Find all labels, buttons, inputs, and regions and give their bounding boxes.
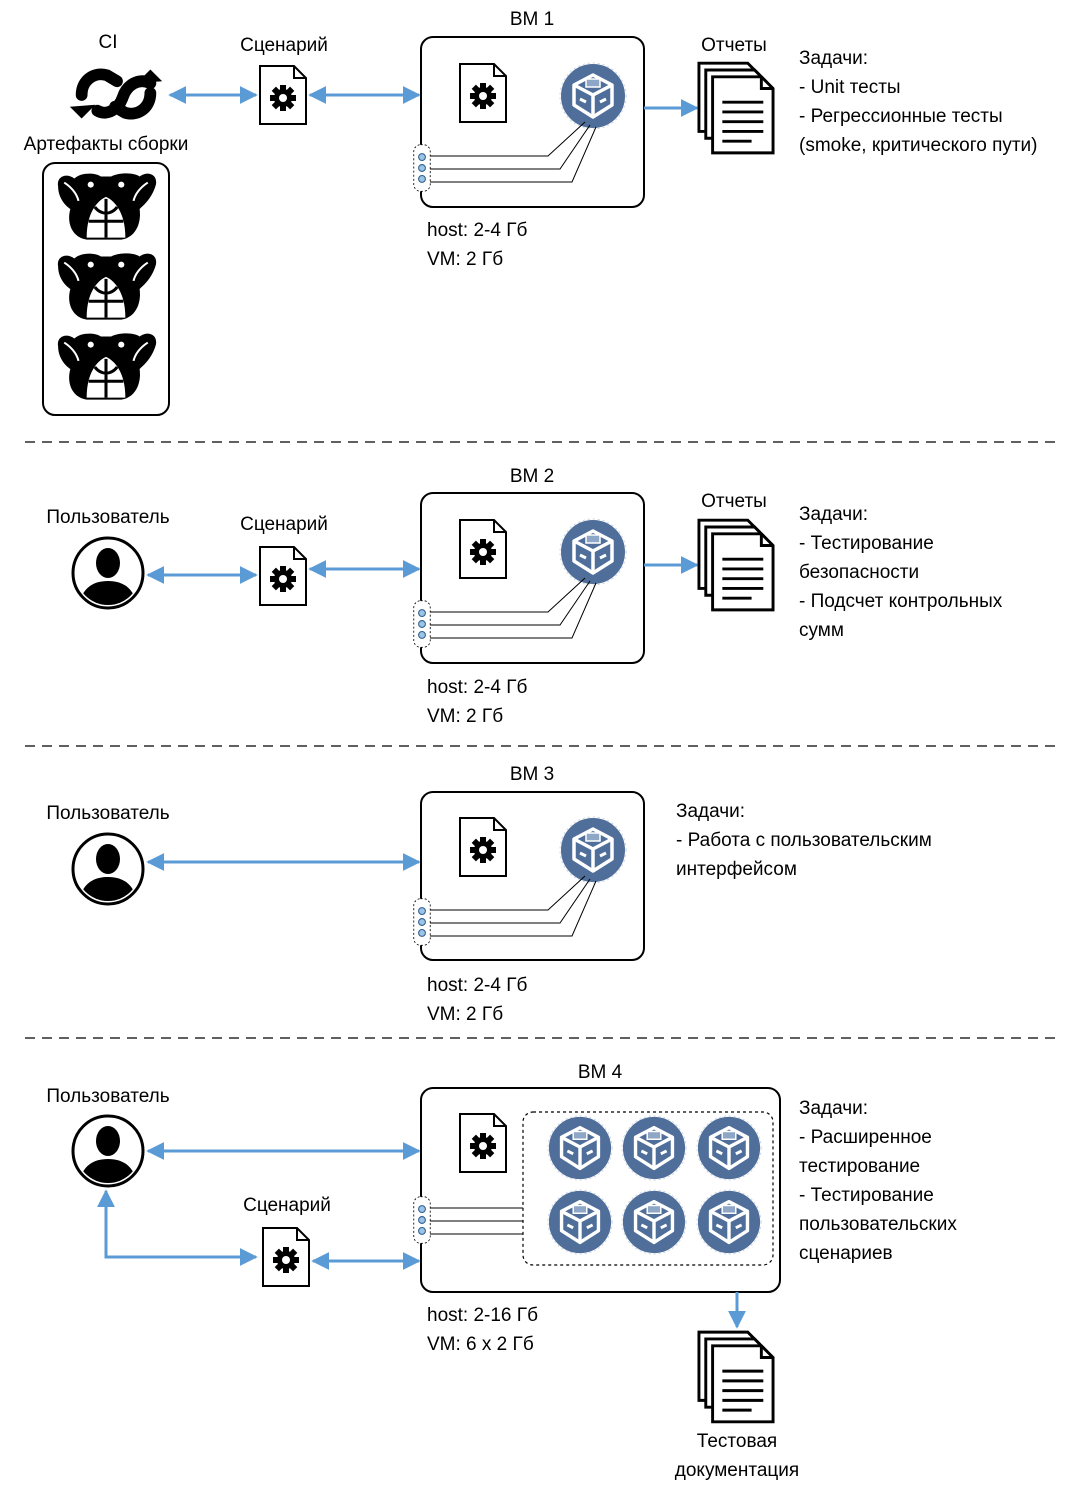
test-docs-line: Тестовая [696,1431,778,1452]
script-label: Сценарий [240,514,328,535]
tasks-line: - Тестирование [799,533,934,554]
virtualbox-icon [695,1114,763,1182]
reports-icon [697,518,775,612]
tasks-line: Задачи: [799,1098,869,1119]
user-label: Пользователь [46,507,170,528]
script-label: Сценарий [243,1195,331,1216]
script-icon [259,65,307,125]
script-label: Сценарий [240,35,328,56]
tasks-line: - Регрессионные тесты [799,106,1003,127]
ports-block [413,144,431,192]
tasks-list: Задачи: - Работа с пользовательским инте… [676,797,932,884]
vm2-connections [430,577,597,639]
virtualbox-icon [620,1114,688,1182]
virtualbox-icon [558,61,628,131]
tasks-line: - Unit тесты [799,77,901,98]
vm3-connections [430,875,597,937]
tasks-line: (smoke, критического пути) [799,135,1038,156]
ci-label: CI [98,32,118,53]
host-memory: host: 2-4 Гб [427,677,528,698]
ports-block [413,600,431,648]
memory-info: host: 2-16 Гб VM: 6 x 2 Гб [427,1301,538,1359]
user-icon [73,538,143,611]
tasks-line: - Работа с пользовательским [676,830,932,851]
vm-title: ВМ 3 [509,764,555,785]
tasks-list: Задачи: - Расширенное тестирование - Тес… [799,1094,957,1268]
virtualbox-icon [558,815,628,885]
virtualbox-icon [546,1114,614,1182]
vm4-box [420,1087,781,1293]
tasks-line: - Расширенное [799,1127,932,1148]
test-docs-label: Тестовая документация [675,1427,799,1485]
ci-sync-icon [70,69,162,118]
virtualbox-icon [546,1188,614,1256]
script-icon [259,546,307,606]
ports-block [413,1196,431,1244]
user-icon [73,834,143,907]
user-label: Пользователь [46,1086,170,1107]
script-icon [459,817,507,877]
reports-icon [697,61,775,155]
tasks-line: Задачи: [676,801,746,822]
tasks-line: пользовательских [799,1214,957,1235]
memory-info: host: 2-4 Гб VM: 2 Гб [427,673,527,731]
tasks-line: сумм [799,620,844,641]
virtualbox-icon [695,1188,763,1256]
tasks-line: тестирование [799,1156,921,1177]
virtualbox-icon [558,517,628,587]
script-icon [262,1227,310,1287]
vm-memory: VM: 6 x 2 Гб [427,1334,534,1355]
memory-info: host: 2-4 Гб VM: 2 Гб [427,216,527,274]
tasks-line: безопасности [799,562,920,583]
host-memory: host: 2-16 Гб [427,1305,538,1326]
vm-cluster-group [522,1111,774,1266]
tasks-list: Задачи: - Тестирование безопасности - По… [799,500,1002,645]
script-icon [459,1113,507,1173]
vm-title: ВМ 4 [577,1062,623,1083]
script-icon [459,519,507,579]
tasks-line: интерфейсом [676,859,797,880]
host-memory: host: 2-4 Гб [427,220,528,241]
tasks-line: Задачи: [799,48,869,69]
tasks-line: - Тестирование [799,1185,934,1206]
test-docs-line: документация [674,1460,800,1481]
vm-memory: VM: 2 Гб [427,706,504,727]
artifacts-label: Артефакты сборки [23,134,189,155]
arrow-user-script-4 [97,1189,258,1266]
tasks-line: - Подсчет контрольных [799,591,1003,612]
vm-title: ВМ 2 [509,466,555,487]
reports-label: Отчеты [701,491,767,512]
script-icon [459,63,507,123]
tasks-list: Задачи: - Unit тесты - Регрессионные тес… [799,44,1038,160]
host-memory: host: 2-4 Гб [427,975,528,996]
ports-block [413,898,431,946]
vm-memory: VM: 2 Гб [427,249,504,270]
user-icon [73,1116,143,1189]
user-label: Пользователь [46,803,170,824]
tasks-line: сценариев [799,1243,893,1264]
vm-memory: VM: 2 Гб [427,1004,504,1025]
virtualbox-icon [620,1188,688,1256]
test-docs-icon [697,1330,775,1424]
reports-label: Отчеты [701,35,767,56]
tasks-line: Задачи: [799,504,869,525]
memory-info: host: 2-4 Гб VM: 2 Гб [427,971,527,1029]
vm-title: ВМ 1 [509,9,555,30]
vm4-connections [430,1207,523,1235]
vm1-connections [430,121,597,183]
